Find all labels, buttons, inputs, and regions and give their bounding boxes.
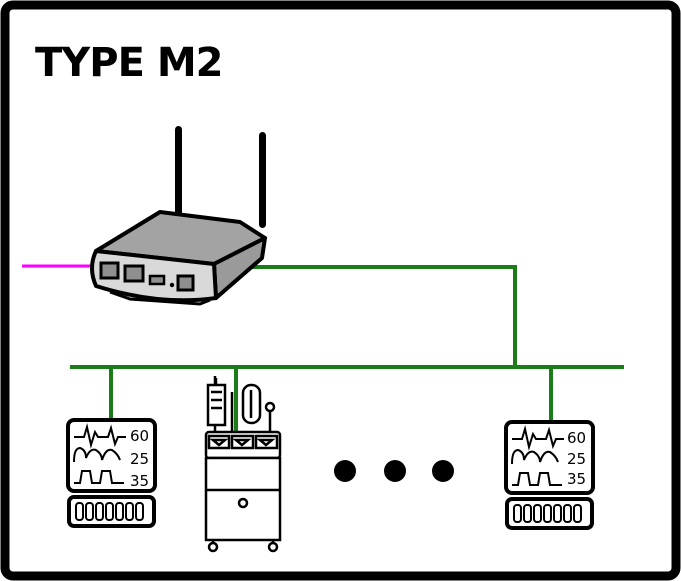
keypad-keys — [513, 504, 582, 523]
antenna-left — [175, 126, 182, 218]
monitor-value-1: 60 — [130, 427, 149, 445]
ellipsis-dots-icon — [334, 460, 454, 482]
patient-monitor-icon: 60 25 35 — [66, 418, 157, 528]
network-lines — [70, 265, 624, 432]
keypad-keys — [75, 502, 144, 521]
router-led — [169, 282, 175, 288]
pressure-wave — [511, 448, 559, 465]
router-port-4 — [176, 274, 195, 292]
patient-monitor-icon: 60 25 35 — [504, 420, 595, 530]
pressure-wave — [73, 446, 121, 463]
resp-wave — [512, 472, 562, 486]
ellipsis-dot-3 — [432, 460, 454, 482]
ecg-wave — [512, 425, 564, 451]
cart-wheel-right — [267, 541, 279, 553]
monitor-value-3: 35 — [567, 470, 586, 488]
medical-cart-icon — [204, 376, 282, 553]
monitor-value-3: 35 — [130, 472, 149, 490]
resp-wave — [74, 470, 124, 484]
monitor-value-2: 25 — [567, 450, 586, 468]
monitor-value-2: 25 — [130, 450, 149, 468]
wifi-router-icon — [90, 126, 267, 306]
monitor-value-1: 60 — [567, 429, 586, 447]
cart-wheel-left — [207, 541, 219, 553]
diagram-title: TYPE M2 — [35, 40, 222, 86]
ellipsis-dot-2 — [384, 460, 406, 482]
ellipsis-dot-1 — [334, 460, 356, 482]
router-port-2 — [123, 264, 145, 283]
router-port-1 — [99, 261, 120, 280]
cart-knob — [237, 497, 249, 509]
ecg-wave — [74, 423, 126, 449]
router-base — [109, 290, 211, 306]
antenna-right — [259, 132, 266, 228]
router-port-3 — [148, 274, 166, 286]
pressure-gauge — [264, 401, 276, 413]
